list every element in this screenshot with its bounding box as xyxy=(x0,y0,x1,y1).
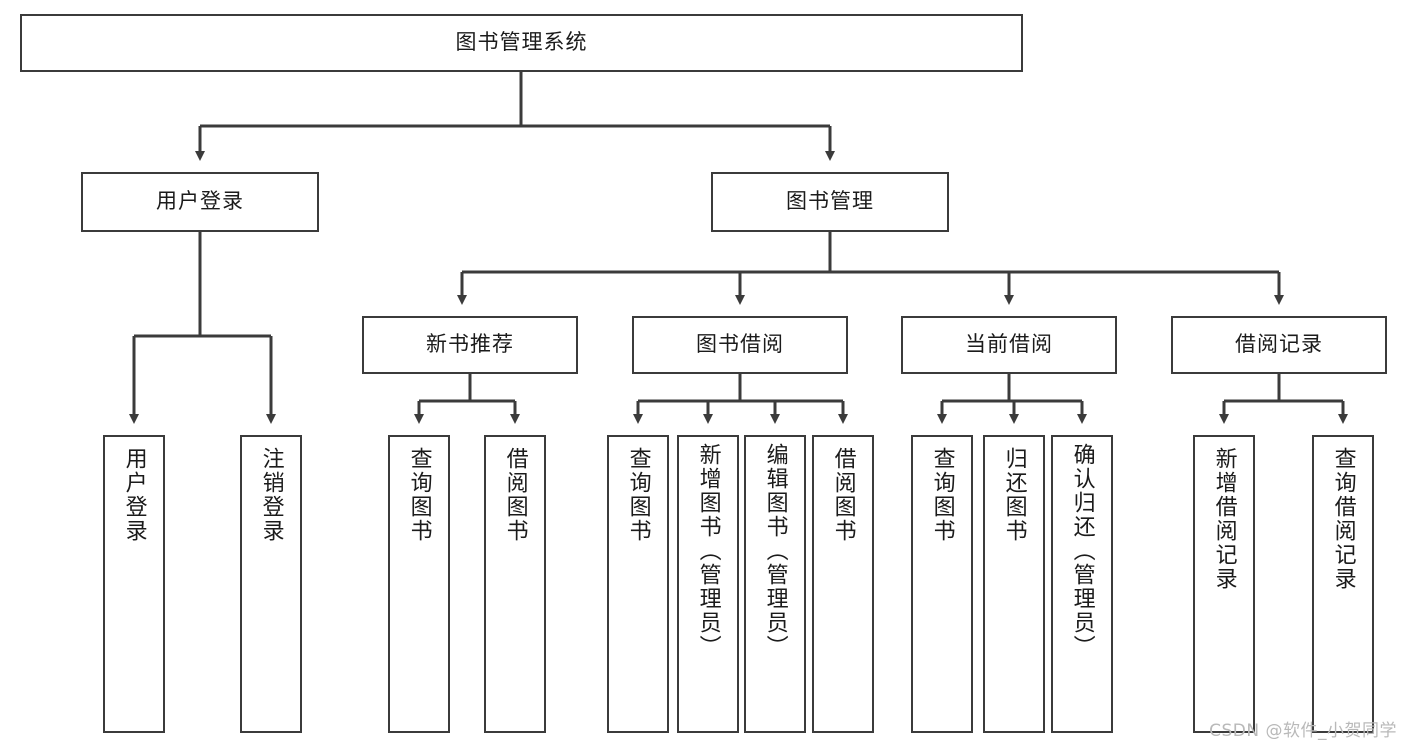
leaf-current-query-book[interactable]: 查询图书 xyxy=(911,435,973,733)
node-book-management-label: 图书管理 xyxy=(786,189,874,214)
leaf-record-query-record[interactable]: 查询借阅记录 xyxy=(1312,435,1374,733)
node-root[interactable]: 图书管理系统 xyxy=(20,14,1023,72)
node-book-borrow[interactable]: 图书借阅 xyxy=(632,316,848,374)
leaf-newbook-borrow-book[interactable]: 借阅图书 xyxy=(484,435,546,733)
leaf-current-confirm-return-admin[interactable]: 确认归还（管理员） xyxy=(1051,435,1113,733)
node-user-login-label: 用户登录 xyxy=(156,189,244,214)
leaf-current-query-book-label: 查询图书 xyxy=(929,447,955,543)
leaf-user-login-label: 用户登录 xyxy=(121,447,147,543)
leaf-borrow-edit-book-admin[interactable]: 编辑图书（管理员） xyxy=(744,435,806,733)
watermark: CSDN @软件_小贺同学 xyxy=(1209,721,1397,741)
leaf-current-return-book[interactable]: 归还图书 xyxy=(983,435,1045,733)
leaf-newbook-query-book[interactable]: 查询图书 xyxy=(388,435,450,733)
node-new-book-recommend[interactable]: 新书推荐 xyxy=(362,316,578,374)
node-current-borrow-label: 当前借阅 xyxy=(965,332,1053,357)
leaf-borrow-add-book-admin-label: 新增图书（管理员） xyxy=(695,443,721,659)
leaf-borrow-query-book[interactable]: 查询图书 xyxy=(607,435,669,733)
leaf-borrow-lend-book[interactable]: 借阅图书 xyxy=(812,435,874,733)
node-book-borrow-label: 图书借阅 xyxy=(696,332,784,357)
leaf-current-return-book-label: 归还图书 xyxy=(1001,447,1027,543)
node-current-borrow[interactable]: 当前借阅 xyxy=(901,316,1117,374)
leaf-current-confirm-return-admin-label: 确认归还（管理员） xyxy=(1069,443,1095,659)
node-user-login[interactable]: 用户登录 xyxy=(81,172,319,232)
leaf-user-logout-label: 注销登录 xyxy=(258,447,284,543)
node-borrow-record[interactable]: 借阅记录 xyxy=(1171,316,1387,374)
leaf-record-query-record-label: 查询借阅记录 xyxy=(1330,447,1356,591)
leaf-borrow-add-book-admin[interactable]: 新增图书（管理员） xyxy=(677,435,739,733)
node-new-book-recommend-label: 新书推荐 xyxy=(426,332,514,357)
node-borrow-record-label: 借阅记录 xyxy=(1235,332,1323,357)
leaf-user-login[interactable]: 用户登录 xyxy=(103,435,165,733)
leaf-newbook-borrow-book-label: 借阅图书 xyxy=(502,447,528,543)
leaf-borrow-edit-book-admin-label: 编辑图书（管理员） xyxy=(762,443,788,659)
leaf-user-logout[interactable]: 注销登录 xyxy=(240,435,302,733)
leaf-borrow-lend-book-label: 借阅图书 xyxy=(830,447,856,543)
node-book-management[interactable]: 图书管理 xyxy=(711,172,949,232)
leaf-record-add-record-label: 新增借阅记录 xyxy=(1211,447,1237,591)
leaf-borrow-query-book-label: 查询图书 xyxy=(625,447,651,543)
leaf-newbook-query-book-label: 查询图书 xyxy=(406,447,432,543)
leaf-record-add-record[interactable]: 新增借阅记录 xyxy=(1193,435,1255,733)
node-root-label: 图书管理系统 xyxy=(455,30,588,55)
